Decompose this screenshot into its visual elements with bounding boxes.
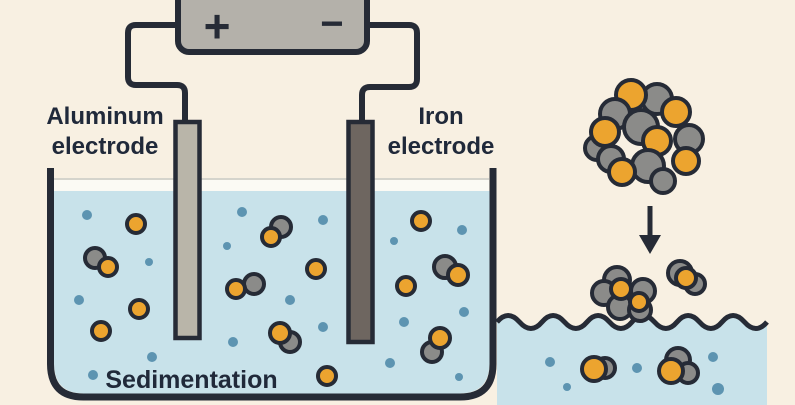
settled-water [497, 315, 767, 405]
down-arrow-head [639, 235, 661, 254]
floc-cluster [583, 78, 705, 195]
orange-particle [428, 326, 452, 350]
tank-water [54, 191, 490, 394]
settled-water-surface-line [495, 313, 769, 331]
orange-particle [589, 116, 621, 148]
suspended-dot [223, 242, 231, 250]
suspended-dot [545, 357, 555, 367]
suspended-dot [712, 383, 724, 395]
water-surface-band [54, 180, 489, 191]
orange-particle [225, 278, 247, 300]
suspended-dot [318, 215, 328, 225]
suspended-dot [74, 295, 84, 305]
suspended-dot [147, 352, 157, 362]
orange-particle [660, 96, 692, 128]
iron-electrode-bar [346, 119, 375, 345]
orange-particle [97, 256, 119, 278]
battery-plus-label: + [204, 0, 231, 52]
aluminum-electrode-label: Aluminum electrode [30, 102, 180, 162]
suspended-dot [318, 322, 328, 332]
orange-particle [657, 357, 685, 385]
orange-particle [410, 210, 432, 232]
battery-body [175, 0, 370, 55]
iron-electrode-label-line2: electrode [387, 133, 495, 160]
suspended-dot [385, 358, 395, 368]
tank-outline [47, 168, 497, 401]
water-surface-line [54, 178, 489, 180]
orange-particle [580, 355, 608, 383]
wire-left [125, 22, 188, 122]
suspended-dot [390, 237, 398, 245]
orange-particle [446, 263, 470, 287]
orange-particle [305, 258, 327, 280]
tank-particles [74, 207, 470, 387]
sedimentation-caption: Sedimentation [105, 366, 278, 394]
settling-floc-pieces [590, 259, 707, 323]
orange-particle [671, 146, 701, 176]
suspended-dot [237, 207, 247, 217]
suspended-dot [563, 383, 571, 391]
settled-water-particles [545, 346, 724, 395]
suspended-dot [285, 295, 295, 305]
orange-particle [395, 275, 417, 297]
suspended-dot [145, 258, 153, 266]
wire-right [359, 22, 420, 122]
gray-floc-particle [242, 272, 266, 296]
orange-particle [90, 320, 112, 342]
orange-particle [128, 298, 150, 320]
orange-particle [628, 291, 650, 313]
aluminum-electrode-label-line1: Aluminum [46, 103, 164, 130]
orange-particle [609, 277, 633, 301]
orange-particle [268, 321, 292, 345]
orange-particle [674, 266, 698, 290]
suspended-dot [399, 317, 409, 327]
gray-floc-particle [649, 167, 677, 195]
iron-electrode-label: Iron electrode [366, 102, 516, 162]
suspended-dot [455, 373, 463, 381]
suspended-dot [82, 210, 92, 220]
orange-particle [125, 213, 147, 235]
orange-particle [607, 157, 637, 187]
suspended-dot [708, 352, 718, 362]
suspended-dot [457, 225, 467, 235]
iron-electrode-label-line1: Iron [418, 103, 464, 130]
aluminum-electrode-label-line2: electrode [51, 133, 159, 160]
orange-particle [260, 226, 282, 248]
suspended-dot [228, 337, 238, 347]
orange-particle [316, 365, 338, 387]
suspended-dot [632, 363, 642, 373]
suspended-dot [88, 370, 98, 380]
suspended-dot [459, 307, 469, 317]
battery-minus-label: − [320, 2, 343, 46]
